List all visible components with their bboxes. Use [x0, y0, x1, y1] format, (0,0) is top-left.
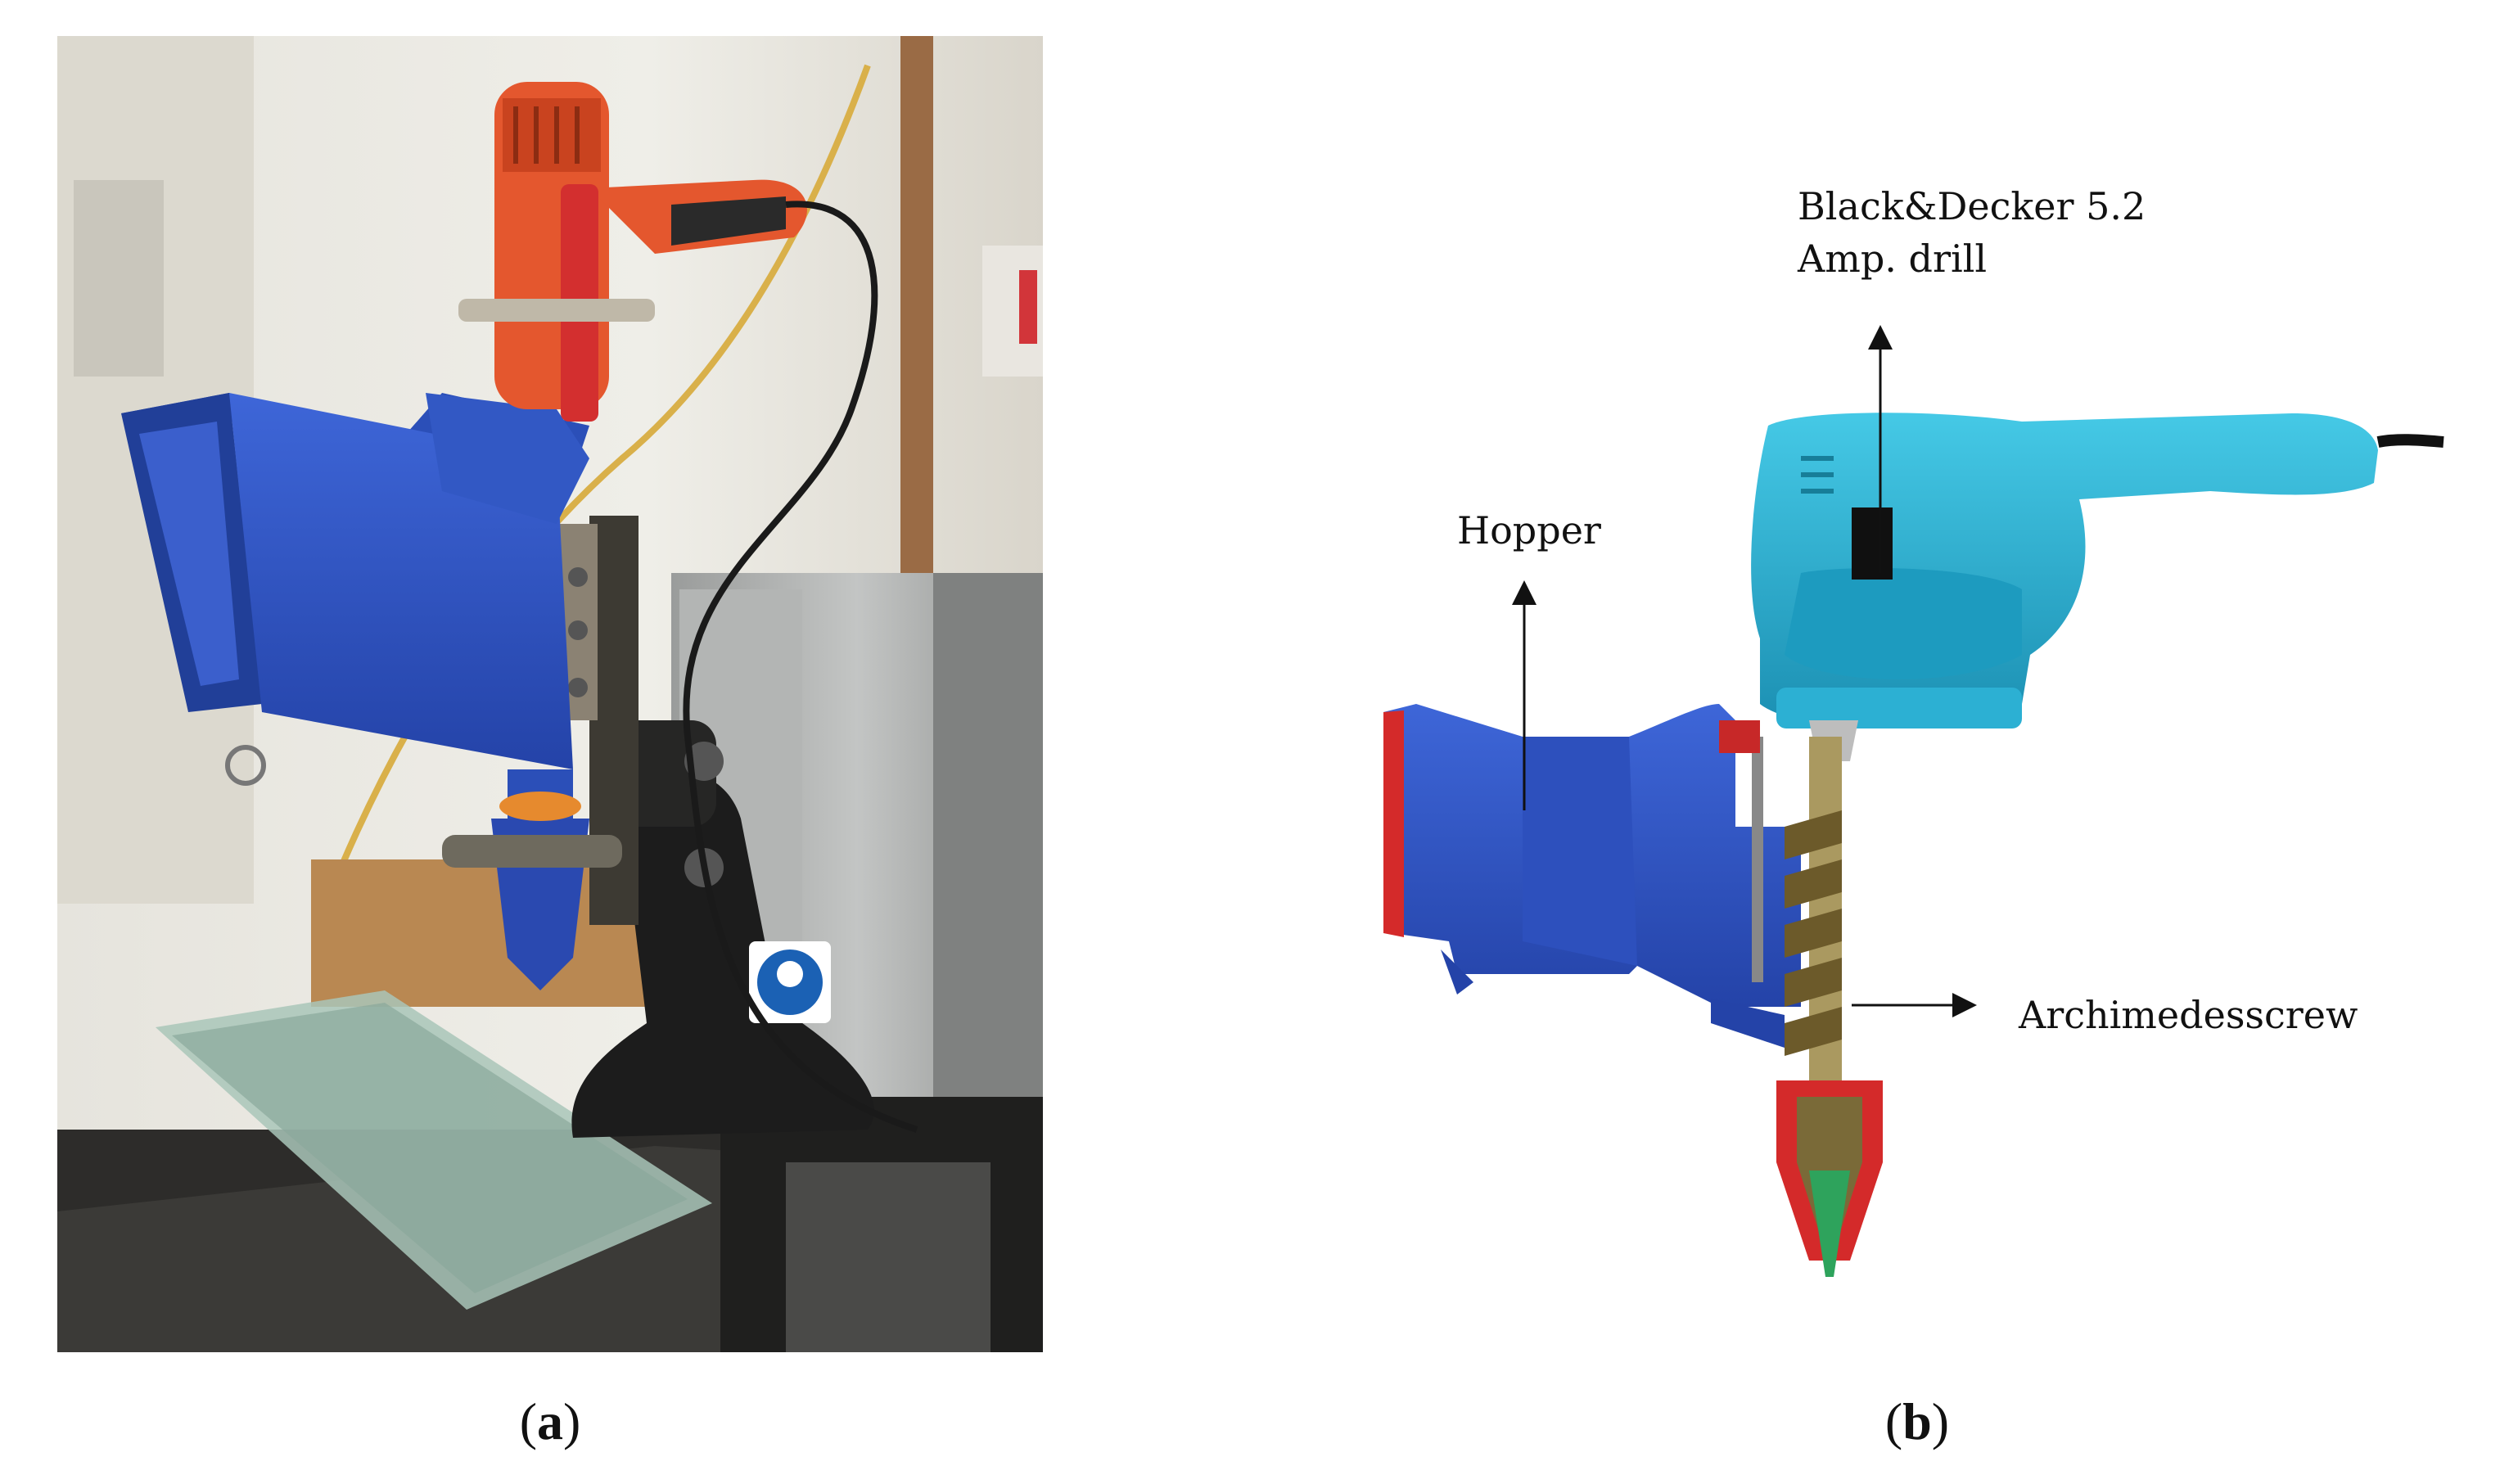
drill-label-line2: Amp. drill [1798, 237, 1988, 281]
drill-illustration [1751, 413, 2444, 761]
hopper-label: Hopper [1457, 508, 1601, 553]
hopper-illustration [1383, 704, 1801, 1048]
drill-label-line1: Black&Decker 5.2 [1798, 184, 2146, 228]
caption-b-letter: b [1902, 1392, 1932, 1450]
caption-a-letter: a [537, 1392, 563, 1450]
caption-b: (b) [1884, 1392, 1950, 1450]
screw-label: Archimedesscrew [2019, 993, 2358, 1037]
schematic-panel-b [1383, 325, 2444, 1277]
photo-panel-a [57, 36, 1043, 1352]
annotation-arrows [1512, 325, 1977, 1017]
caption-a: (a) [519, 1392, 581, 1450]
screw-illustration [1719, 720, 1883, 1277]
